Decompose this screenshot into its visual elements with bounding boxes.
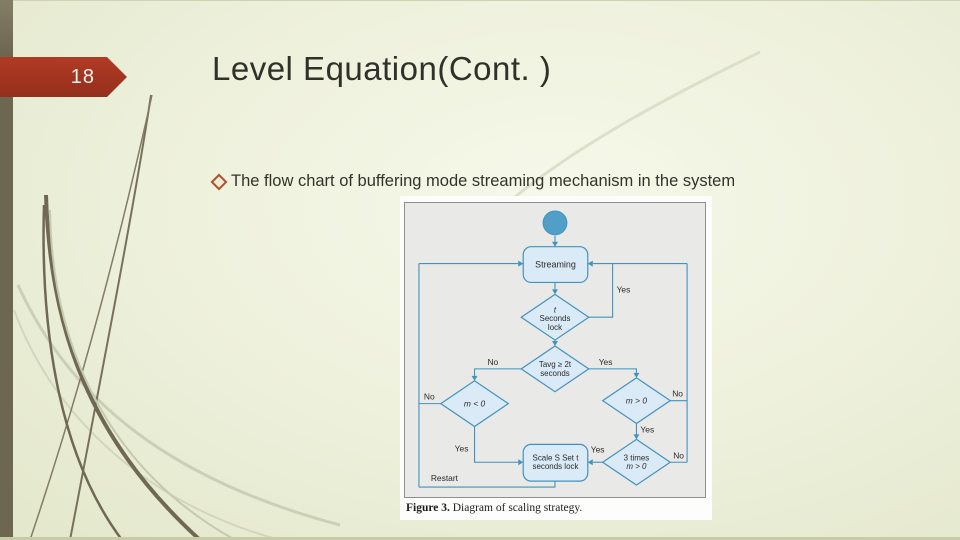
bullet-text: The flow chart of buffering mode streami…	[231, 172, 736, 190]
edge-label-yes-mlt: Yes	[455, 443, 469, 453]
scale-line1: Scale S Set t	[533, 453, 580, 462]
scale-node	[522, 443, 589, 482]
top-edge-line	[0, 0, 960, 1]
scaling-strategy-flowchart: Streaming t Seconds lock Tavg ≥ 2t secon…	[418, 210, 688, 488]
figure-caption-label: Figure 3.	[406, 502, 450, 514]
flowchart-panel: Streaming t Seconds lock Tavg ≥ 2t secon…	[404, 202, 706, 498]
page-number-badge: 18	[0, 57, 127, 97]
tavg-line2: seconds	[540, 369, 570, 378]
figure-caption: Figure 3. Diagram of scaling strategy.	[404, 498, 707, 514]
lock-line2: Seconds	[540, 314, 571, 323]
edge-label-yes-three: Yes	[591, 444, 605, 454]
start-node	[542, 210, 568, 236]
edge-label-yes-tavg: Yes	[599, 357, 613, 367]
edge-label-no-three: No	[673, 450, 684, 460]
edge-label-no-mgt: No	[672, 389, 683, 399]
tavg-decision	[520, 345, 590, 393]
scale-line2: seconds lock	[533, 462, 579, 471]
streaming-label: Streaming	[535, 260, 576, 270]
tavg-line1: Tavg ≥ 2t	[539, 360, 572, 369]
m-gt-0-label: m > 0	[626, 396, 648, 406]
diamond-bullet-icon	[210, 173, 228, 191]
edge-label-yes-lock: Yes	[617, 284, 631, 294]
edge-label-yes-mgt: Yes	[640, 424, 654, 434]
m-lt-0-decision	[439, 380, 510, 428]
three-times-decision	[601, 438, 672, 486]
page-number: 18	[70, 65, 95, 88]
arrowheads	[471, 241, 640, 466]
streaming-node	[522, 246, 589, 284]
m-gt-0-decision	[601, 377, 672, 425]
m-lt-0-label: m < 0	[464, 399, 486, 409]
left-sidebar-bar	[0, 0, 13, 540]
slide-title: Level Equation(Cont. )	[212, 50, 552, 87]
three-times-line1: 3 times	[624, 453, 650, 462]
bottom-edge-line	[0, 537, 960, 540]
figure-image: Streaming t Seconds lock Tavg ≥ 2t secon…	[400, 196, 712, 520]
flow-edges	[418, 235, 688, 488]
lock-line3: lock	[548, 323, 562, 332]
three-times-line2: m > 0	[626, 462, 647, 471]
edge-label-no-tavg: No	[487, 357, 498, 367]
edge-label-restart: Restart	[431, 473, 459, 483]
seconds-lock-decision	[520, 293, 590, 341]
bullet-item: The flow chart of buffering mode streami…	[210, 171, 853, 192]
edge-label-no-mlt: No	[424, 392, 435, 402]
lock-line1: t	[554, 305, 557, 314]
figure-caption-text: Diagram of scaling strategy.	[449, 502, 583, 514]
